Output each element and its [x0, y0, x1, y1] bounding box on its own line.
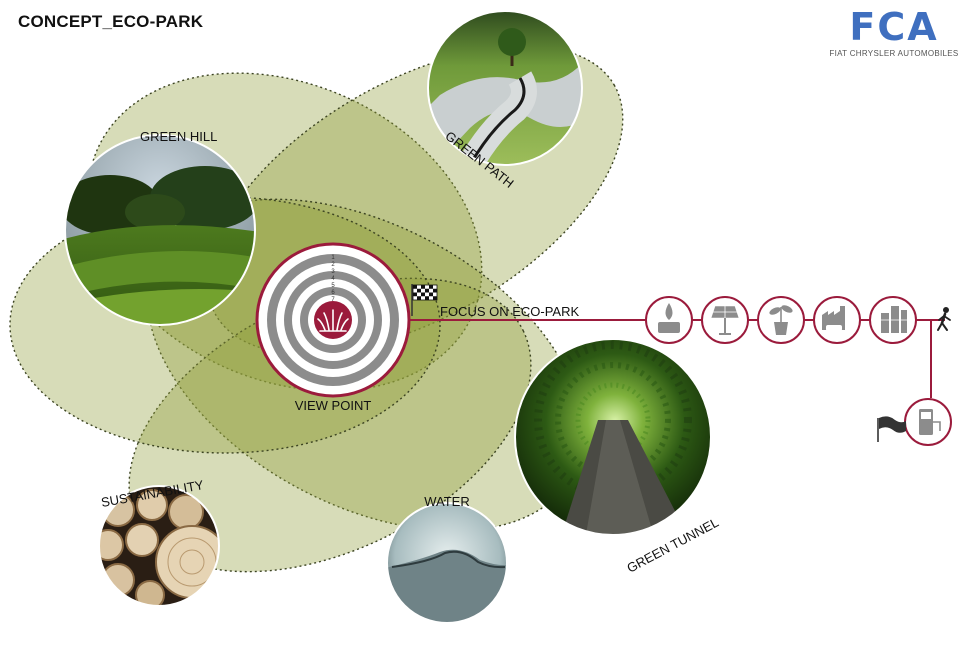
solar-panel-icon: [701, 296, 749, 344]
ellipse-sustainability: [128, 277, 532, 573]
timeline: [645, 296, 952, 446]
water-photo: [386, 502, 508, 624]
goal-flag-icon: [877, 416, 906, 442]
factory-car-icon: [813, 296, 861, 344]
view-point-target: 1 2 3 4 5 6 7: [255, 242, 411, 398]
walking-person-icon: [937, 307, 951, 331]
ring-number: 7: [331, 297, 335, 303]
charging-station-icon: [904, 398, 952, 446]
water-drop-icon: [645, 296, 693, 344]
label-view-point: VIEW POINT: [295, 398, 372, 413]
label-water: WATER: [424, 494, 470, 509]
ring-number: 3: [331, 269, 335, 275]
checkered-flag-icon: [411, 284, 438, 316]
fca-logo: FCA FIAT CHRYSLER AUTOMOBILES: [826, 8, 962, 64]
logo-mark: FCA: [849, 5, 939, 49]
label-green-hill: GREEN HILL: [140, 129, 217, 144]
grass-icon: [317, 309, 349, 332]
green-tunnel-photo: [514, 338, 712, 536]
ring-number: 6: [331, 290, 335, 296]
green-hill-photo: [64, 134, 256, 326]
logo-tagline: FIAT CHRYSLER AUTOMOBILES: [829, 49, 959, 58]
green-path-photo: [427, 10, 583, 166]
ring-number: 1: [331, 255, 335, 261]
ring-number: 5: [331, 283, 335, 289]
battery-icon: [869, 296, 917, 344]
ring-number: 4: [331, 276, 335, 282]
page-title: CONCEPT_ECO-PARK: [18, 12, 204, 31]
plant-icon: [757, 296, 805, 344]
focus-label: FOCUS ON ECO-PARK: [440, 304, 579, 319]
ring-number: 2: [331, 262, 335, 268]
